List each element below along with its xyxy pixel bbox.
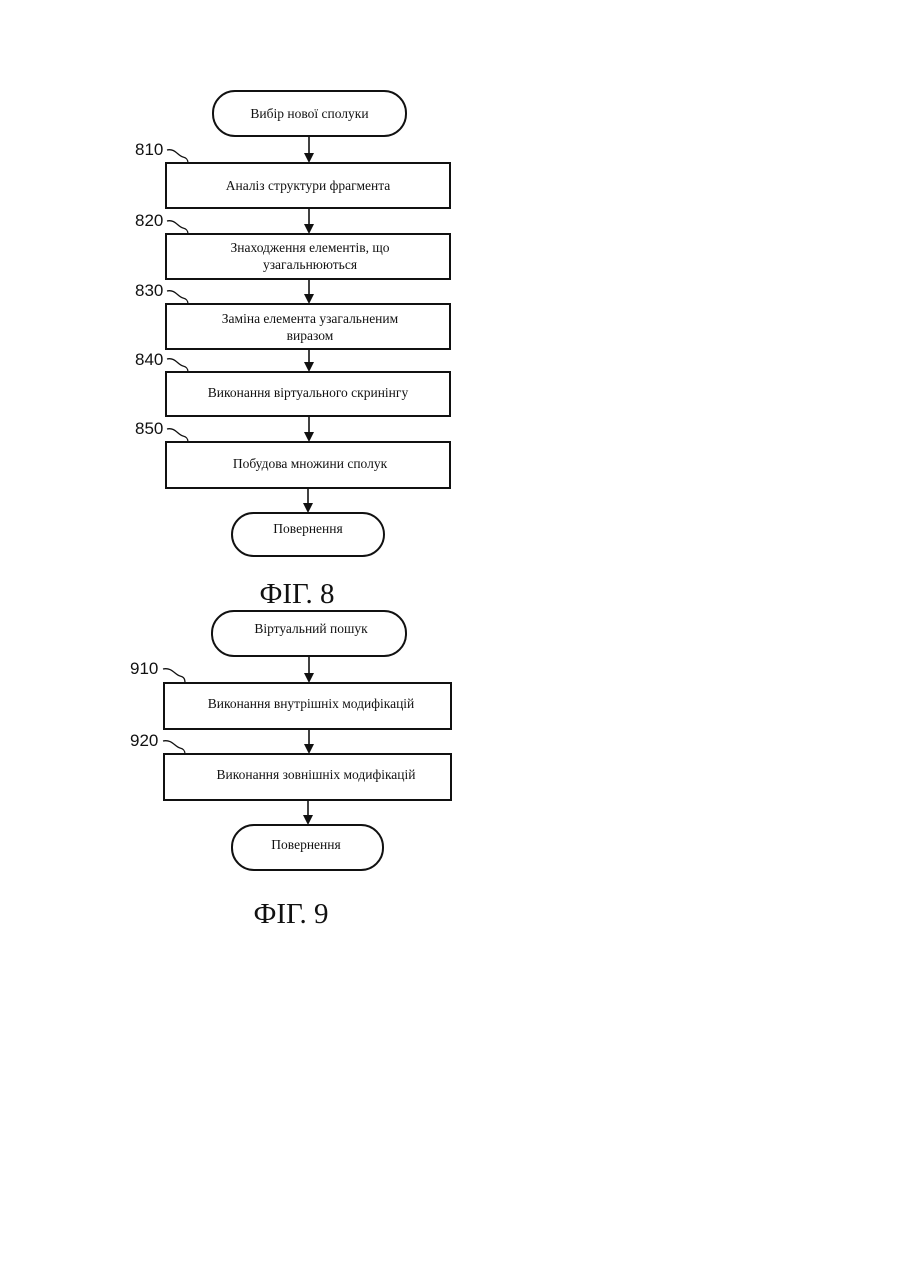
fig8-start-text: Вибір нової сполуки [250,106,368,121]
fig8-step-820: Знаходження елементів, що узагальнюються… [135,211,450,279]
fig8-step-840: Виконання віртуального скринінгу 840 [135,350,450,416]
fig9-connector-910-920 [304,729,314,754]
fig8-step-850: Побудова множини сполук 850 [135,419,450,488]
fig9-connector-920-end [303,800,313,825]
fig8-leader-850 [167,429,188,442]
fig9-end-terminator: Повернення [232,825,383,870]
fig8-start-terminator: Вибір нової сполуки [213,91,406,136]
fig8-ref-820: 820 [135,211,163,230]
fig8-ref-830: 830 [135,281,163,300]
fig8-leader-810 [167,150,188,163]
fig8-leader-830 [167,291,188,304]
fig8-connector-840-850 [304,416,314,442]
fig9-start-text: Віртуальний пошук [254,621,368,636]
fig8-connector-830-840 [304,349,314,372]
fig8-step-840-text: Виконання віртуального скринінгу [208,385,409,400]
fig8-connector-810-820 [304,208,314,234]
figure-8: Вибір нової сполуки Аналіз структури фра… [135,91,450,610]
fig8-step-830-text-line2: виразом [287,328,334,343]
fig8-end-terminator: Повернення [232,513,384,556]
fig9-caption: ФІГ. 9 [253,898,328,930]
fig8-connector-850-end [303,488,313,513]
fig8-ref-840: 840 [135,350,163,369]
fig9-end-text: Повернення [271,837,340,852]
fig9-ref-910: 910 [130,659,158,678]
fig8-step-820-text-line1: Знаходження елементів, що [230,240,389,255]
fig9-leader-910 [163,669,185,683]
fig8-step-830-text-line1: Заміна елемента узагальненим [222,311,399,326]
fig8-step-810-text: Аналіз структури фрагмента [226,178,391,193]
fig8-step-850-text: Побудова множини сполук [233,456,388,471]
fig9-step-910: Виконання внутрішніх модифікацій 910 [130,659,451,729]
fig9-ref-920: 920 [130,731,158,750]
fig8-ref-850: 850 [135,419,163,438]
fig8-caption: ФІГ. 8 [259,578,334,610]
fig8-leader-840 [167,359,188,372]
fig9-connector-start-910 [304,656,314,683]
fig8-step-820-text-line2: узагальнюються [263,257,357,272]
fig9-step-910-text: Виконання внутрішніх модифікацій [208,696,415,711]
fig9-step-920-text: Виконання зовнішніх модифікацій [217,767,416,782]
fig8-leader-820 [167,221,188,234]
fig8-step-830: Заміна елемента узагальненим виразом 830 [135,281,450,349]
figure-9: Віртуальний пошук Виконання внутрішніх м… [130,611,451,930]
fig8-step-810: Аналіз структури фрагмента 810 [135,140,450,208]
fig9-start-terminator: Віртуальний пошук [212,611,406,656]
fig9-step-920: Виконання зовнішніх модифікацій 920 [130,731,451,800]
fig8-ref-810: 810 [135,140,163,159]
fig8-connector-820-830 [304,279,314,304]
fig8-end-text: Повернення [273,521,342,536]
fig9-leader-920 [163,741,185,754]
fig8-connector-start-810 [304,136,314,163]
